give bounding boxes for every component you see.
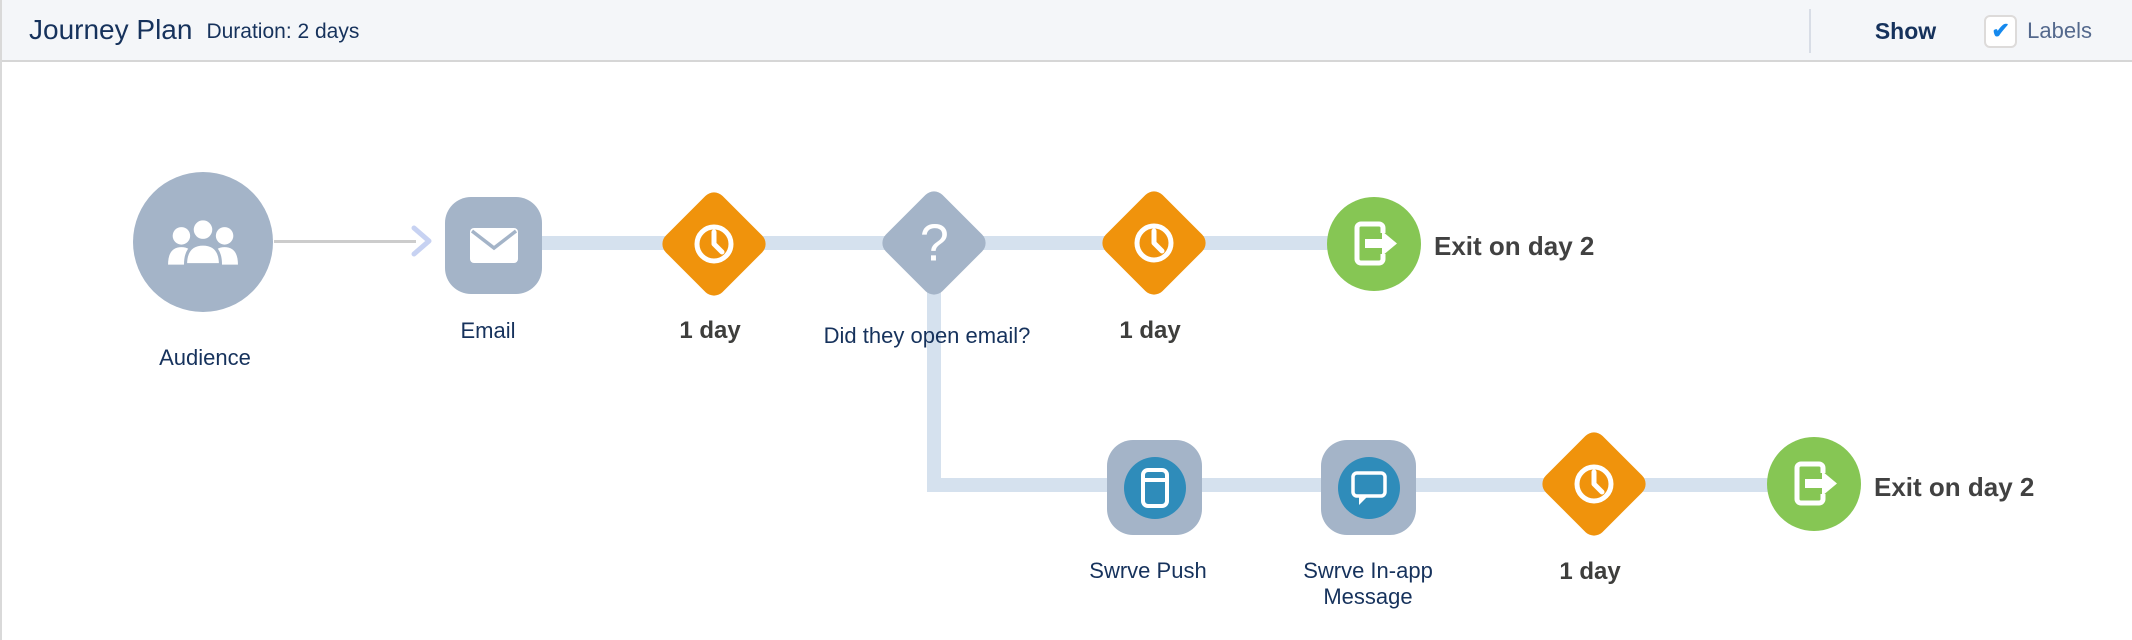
show-label: Show	[1874, 17, 1937, 44]
node-label-wait-2: 1 day	[1119, 317, 1181, 344]
channel-badge	[1337, 456, 1400, 519]
node-label-email: Email	[460, 318, 516, 343]
node-label-swrve-push: Swrve Push	[1089, 558, 1207, 583]
arrowhead-icon	[411, 225, 432, 257]
node-label-wait-3: 1 day	[1559, 558, 1621, 585]
header-controls: Show ✔ Labels	[1808, 0, 2132, 62]
node-email[interactable]	[445, 197, 542, 294]
labels-checkbox-label[interactable]: Labels	[2027, 18, 2092, 43]
header-bar: Journey Plan Duration: 2 days Show ✔ Lab…	[2, 0, 2132, 62]
clock-icon	[1134, 223, 1174, 263]
node-decision[interactable]: ?	[877, 186, 991, 300]
node-label-audience: Audience	[159, 345, 251, 370]
node-label-wait-1: 1 day	[679, 317, 741, 344]
exit-icon	[1354, 221, 1397, 266]
envelope-icon	[469, 227, 518, 263]
node-exit-top[interactable]	[1327, 197, 1421, 291]
node-swrve-push[interactable]	[1107, 440, 1202, 535]
connector-audience-email	[274, 240, 416, 243]
smartphone-icon	[1140, 467, 1169, 508]
header-divider	[1808, 9, 1811, 53]
question-mark-icon: ?	[919, 213, 949, 272]
checkmark-icon: ✔	[1991, 18, 2010, 43]
node-audience[interactable]	[133, 172, 273, 312]
channel-badge	[1123, 456, 1186, 519]
node-label-swrve-inapp: Swrve In-app Message	[1303, 558, 1433, 609]
node-wait-3[interactable]	[1537, 427, 1651, 541]
clock-icon	[694, 224, 734, 264]
journey-canvas: ?	[2, 62, 2132, 640]
journey-duration: Duration: 2 days	[206, 19, 360, 43]
node-wait-2[interactable]	[1097, 186, 1211, 300]
node-label-decision: Did they open email?	[823, 323, 1031, 348]
labels-checkbox[interactable]: ✔	[1984, 14, 2018, 48]
node-label-exit-bottom: Exit on day 2	[1874, 472, 2035, 502]
chat-bubble-icon	[1350, 470, 1387, 505]
clock-icon	[1574, 464, 1614, 504]
exit-icon	[1794, 461, 1837, 506]
connector-decision-down	[927, 242, 941, 486]
page-title: Journey Plan	[29, 14, 193, 45]
users-icon	[168, 217, 238, 267]
node-wait-1[interactable]	[657, 187, 771, 301]
node-swrve-inapp[interactable]	[1321, 440, 1416, 535]
node-label-exit-top: Exit on day 2	[1434, 231, 1595, 261]
node-exit-bottom[interactable]	[1767, 437, 1861, 531]
